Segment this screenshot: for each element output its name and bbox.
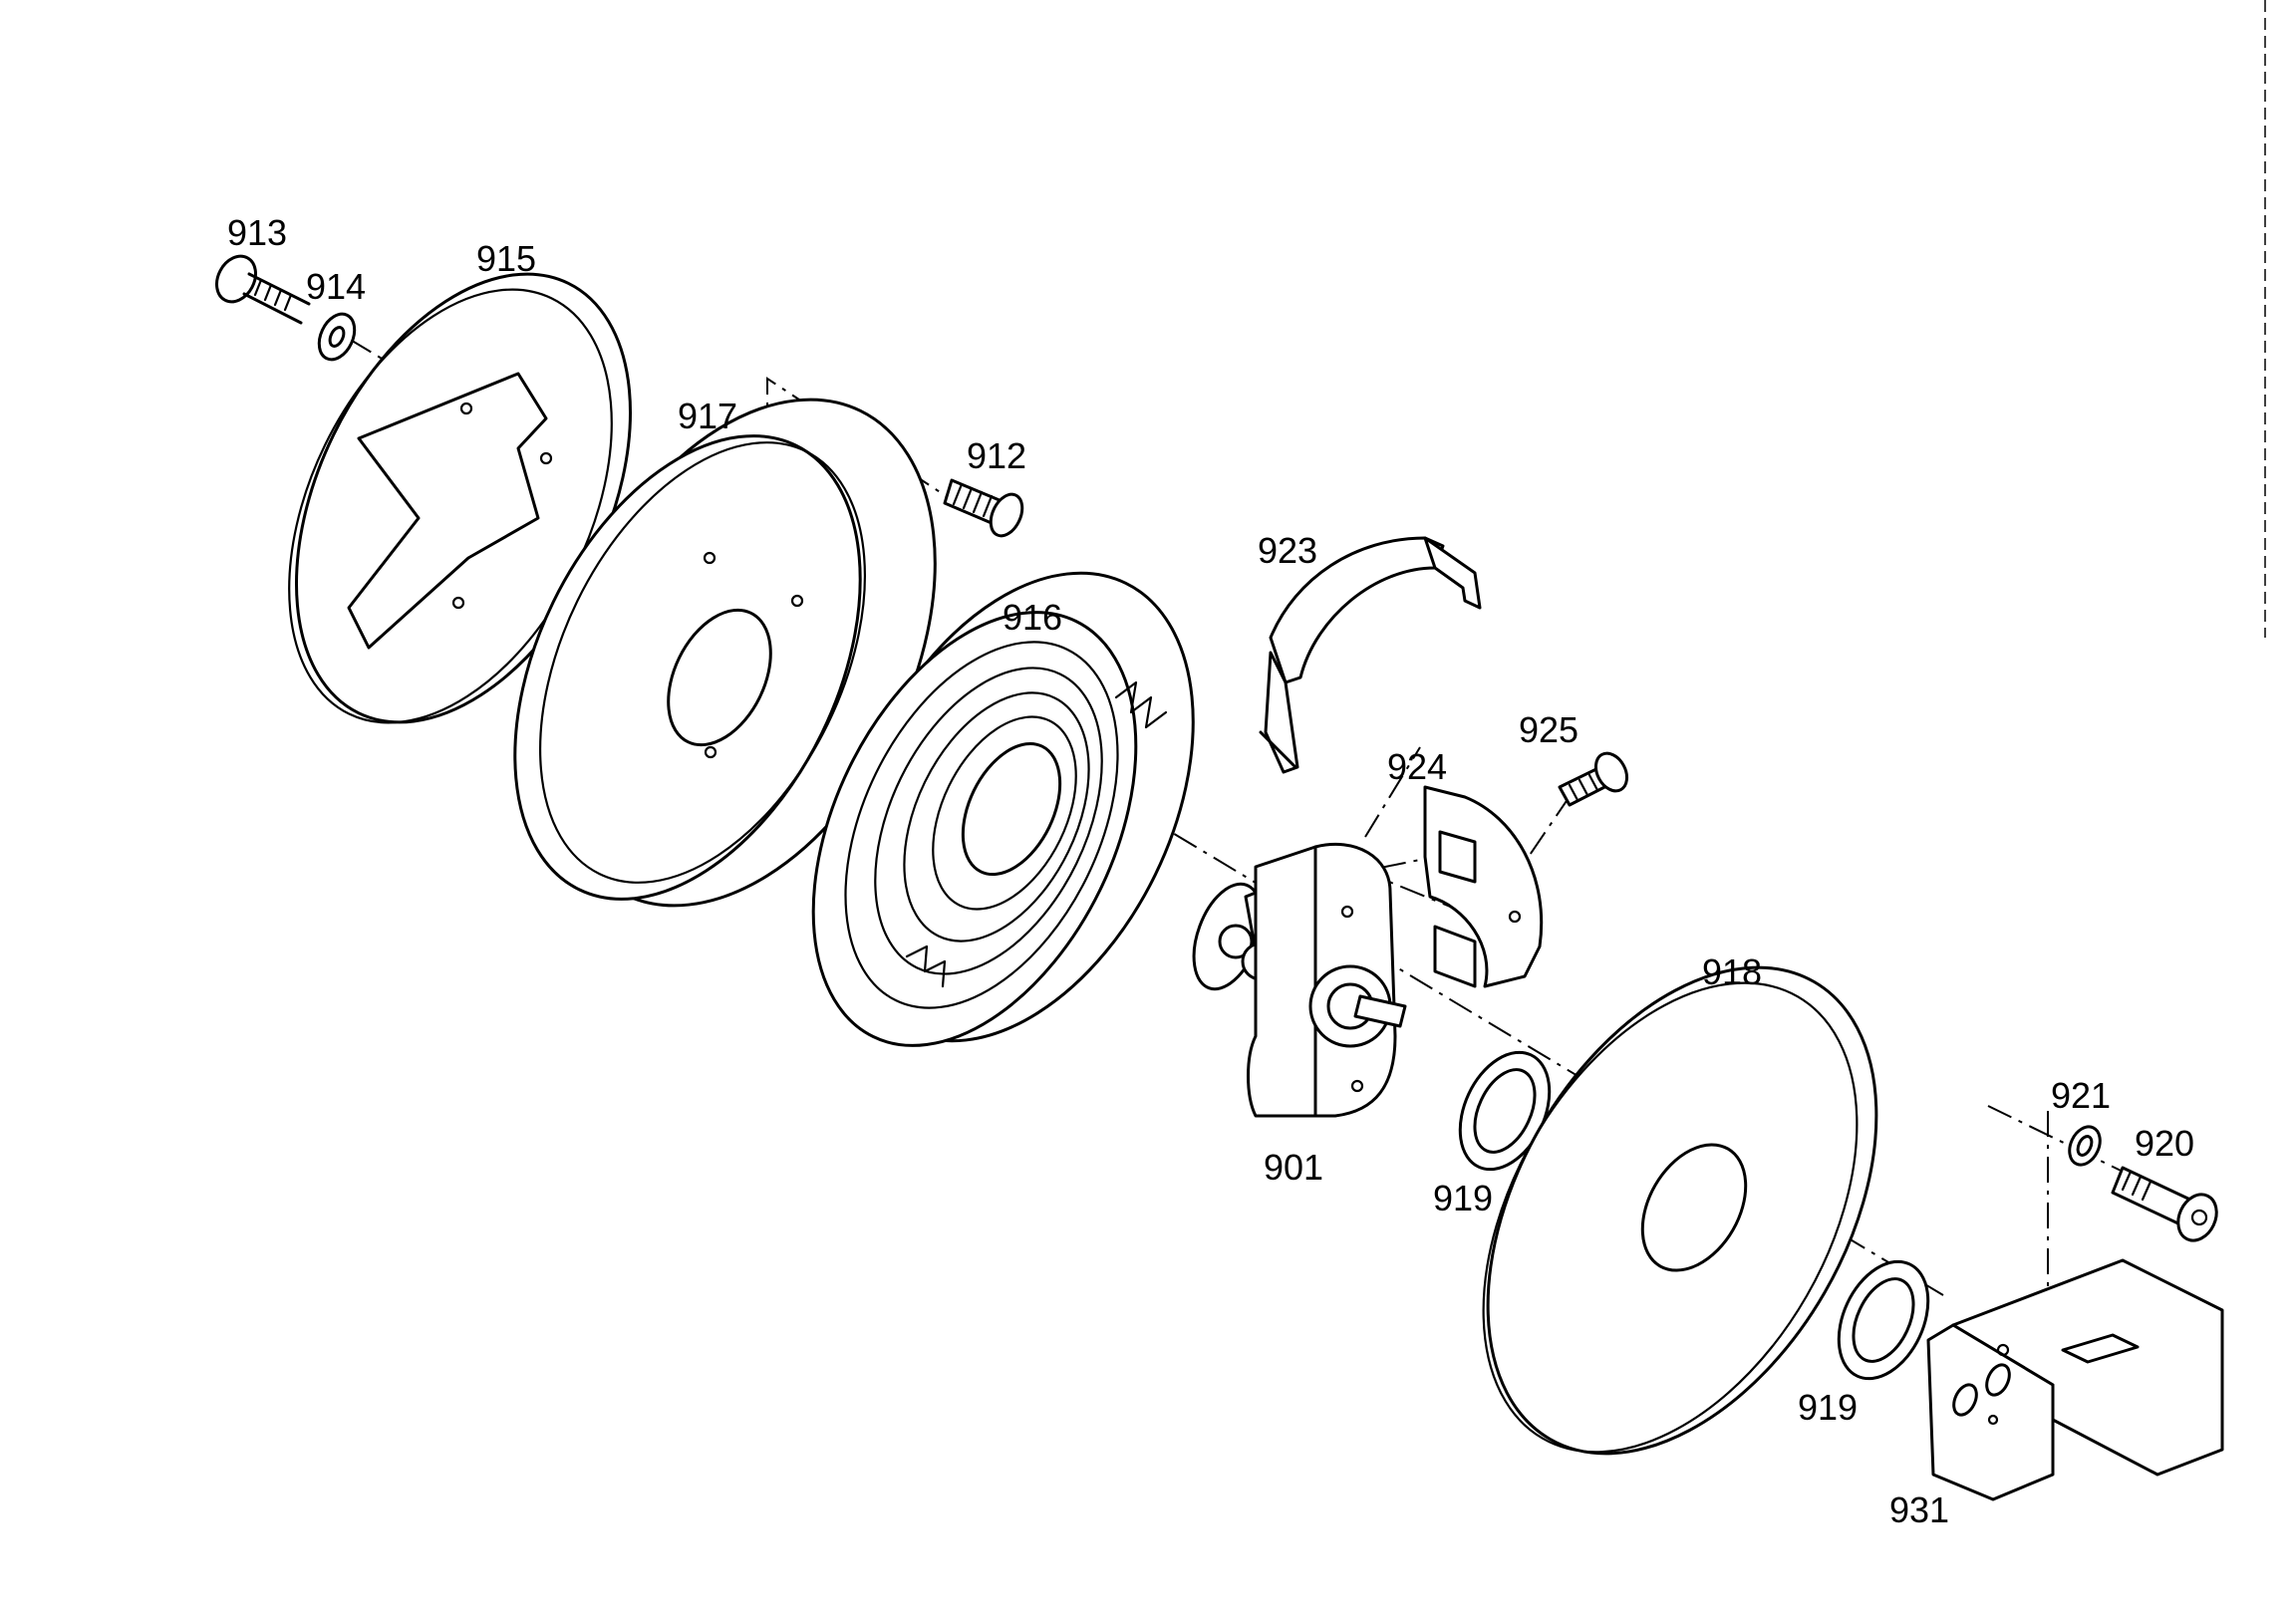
washer-914[interactable] [312, 308, 361, 365]
bolt-913[interactable] [209, 249, 311, 325]
part-labels: 913 914 915 917 912 923 916 925 924 918 … [227, 212, 2194, 1530]
screw-912[interactable] [943, 478, 1028, 541]
label-921: 921 [2051, 1075, 2111, 1116]
mechanism-assembly-901[interactable] [1181, 842, 1407, 1118]
label-918: 918 [1702, 951, 1762, 992]
label-919a: 919 [1433, 1178, 1493, 1218]
label-931: 931 [1889, 1489, 1949, 1530]
clamp-924[interactable] [1423, 785, 1544, 988]
socket-bolt-920[interactable] [2111, 1166, 2223, 1246]
housing-drum-917[interactable] [444, 337, 1012, 968]
spiral-spring-916[interactable] [747, 515, 1264, 1098]
screw-925[interactable] [1558, 748, 1633, 807]
label-920: 920 [2135, 1123, 2194, 1164]
label-913: 913 [227, 212, 287, 253]
washer-921[interactable] [2064, 1122, 2106, 1170]
label-919b: 919 [1798, 1387, 1858, 1428]
label-917: 917 [678, 396, 737, 436]
disc-918[interactable] [1406, 900, 1956, 1521]
label-901: 901 [1264, 1147, 1323, 1188]
label-916: 916 [1003, 597, 1062, 638]
label-925: 925 [1519, 709, 1578, 750]
label-924: 924 [1387, 746, 1447, 787]
washer-919-b[interactable] [1822, 1247, 1946, 1393]
label-915: 915 [476, 238, 536, 279]
label-912: 912 [967, 435, 1026, 476]
band-923[interactable] [1259, 536, 1482, 774]
label-914: 914 [306, 266, 366, 307]
label-923: 923 [1258, 530, 1317, 571]
angle-bracket-931[interactable] [1926, 1258, 2224, 1501]
